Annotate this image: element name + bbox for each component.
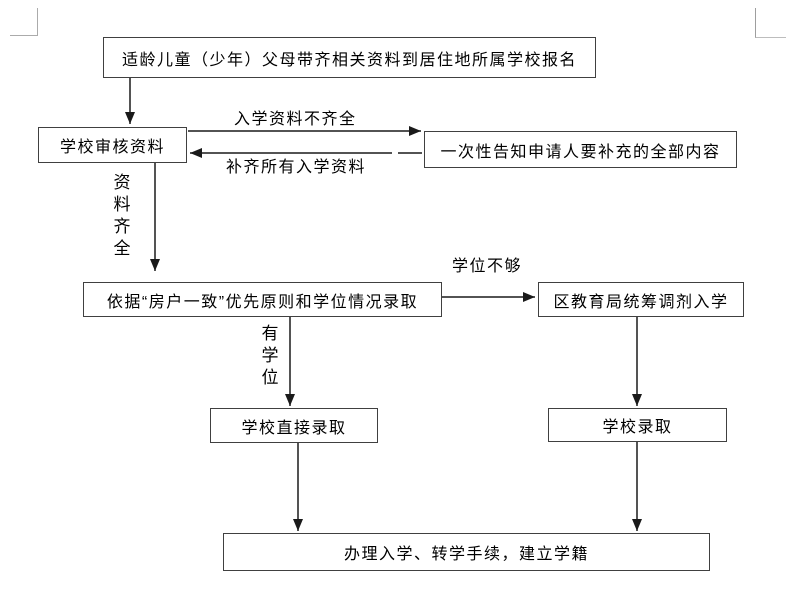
edge-label-materials-complete: 资料齐全: [113, 173, 131, 258]
node-coordinate: 区教育局统筹调剂入学: [538, 282, 744, 317]
node-admit: 学校录取: [548, 408, 727, 442]
node-review: 学校审核资料: [38, 127, 187, 163]
node-direct: 学校直接录取: [210, 408, 378, 443]
edge-label-no-seats: 学位不够: [452, 258, 523, 275]
edge-label-resubmit-materials: 补齐所有入学资料: [226, 159, 367, 176]
node-principle: 依据“房户一致”优先原则和学位情况录取: [83, 282, 442, 317]
node-register: 适龄儿童（少年）父母带齐相关资料到居住地所属学校报名: [103, 37, 596, 78]
edge-label-has-seats: 有学位: [261, 324, 279, 387]
page-margin-mark-top-left: [10, 8, 38, 36]
page-margin-mark-top-right: [755, 8, 786, 38]
node-procedure: 办理入学、转学手续，建立学籍: [223, 533, 710, 571]
node-notify: 一次性告知申请人要补充的全部内容: [424, 131, 737, 168]
edge-label-materials-incomplete: 入学资料不齐全: [234, 111, 357, 128]
